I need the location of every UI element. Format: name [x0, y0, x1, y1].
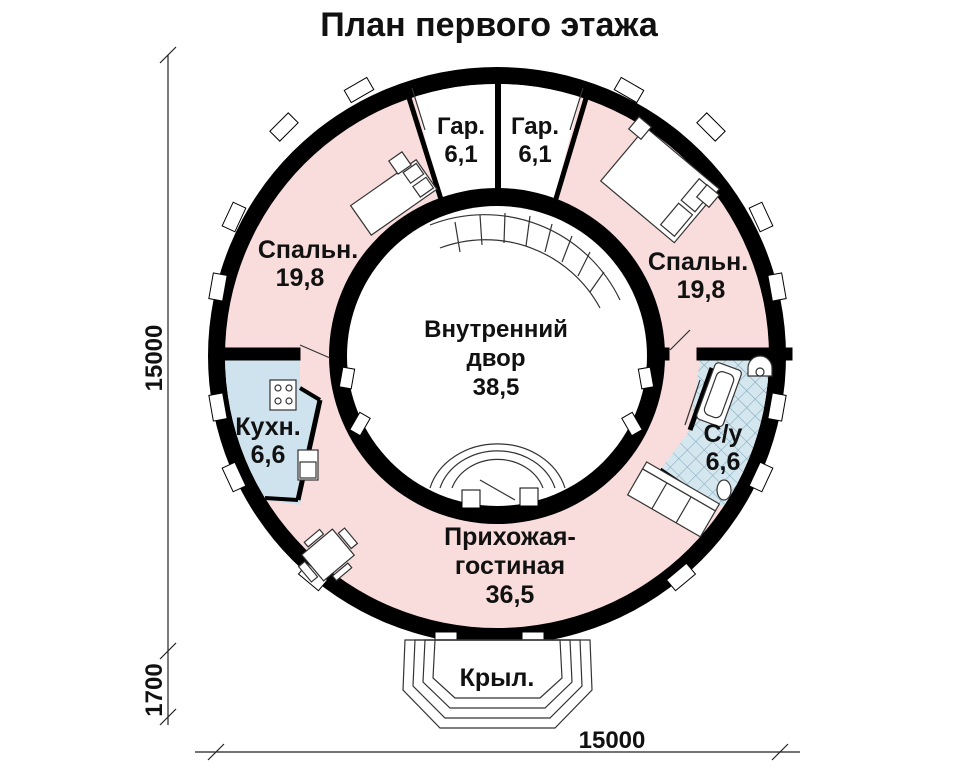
courtyard-arch-steps: [429, 443, 566, 489]
svg-text:6,1: 6,1: [444, 141, 477, 168]
room-label-bedroom-left: Спальн. 19,8: [258, 236, 358, 292]
interior-walls: [209, 75, 793, 508]
dimension-lines: [159, 46, 800, 761]
room-label-garage-left: Гар. 6,1: [437, 113, 485, 168]
bathroom-fixtures-icon: [696, 355, 773, 501]
svg-text:Кухн.: Кухн.: [235, 413, 300, 441]
svg-text:6,1: 6,1: [518, 141, 551, 168]
bed-left-icon: [349, 151, 438, 236]
svg-text:Гар.: Гар.: [437, 113, 485, 140]
svg-text:Гар.: Гар.: [511, 113, 559, 140]
door-swings: [299, 87, 701, 501]
svg-text:36,5: 36,5: [486, 581, 535, 609]
svg-text:Крыл.: Крыл.: [460, 664, 535, 692]
porch: [402, 639, 593, 729]
room-label-bathroom: С/у 6,6: [704, 420, 743, 476]
courtyard-staircase: [429, 212, 621, 309]
courtyard-windows: [338, 366, 655, 509]
bed-right-icon: [599, 115, 721, 244]
svg-text:19,8: 19,8: [677, 276, 726, 304]
room-label-bedroom-right: Спальн. 19,8: [648, 248, 748, 304]
svg-text:гостиная: гостиная: [455, 552, 565, 580]
dim-vertical-main: 15000: [141, 325, 168, 392]
svg-text:Прихожая-: Прихожая-: [444, 523, 576, 551]
kitchen-appliances-icon: [269, 379, 319, 481]
svg-text:двор: двор: [467, 345, 526, 372]
room-label-kitchen: Кухн. 6,6: [235, 413, 300, 469]
courtyard: [347, 206, 647, 506]
svg-text:19,8: 19,8: [276, 264, 325, 292]
svg-text:6,6: 6,6: [706, 448, 741, 476]
dining-table-icon: [297, 527, 359, 583]
room-label-courtyard: Внутренний двор 38,5: [424, 316, 568, 401]
dim-horizontal: 15000: [579, 727, 646, 754]
svg-text:Внутренний: Внутренний: [424, 316, 568, 343]
svg-text:6,6: 6,6: [251, 441, 286, 469]
sofa-icon: [626, 461, 721, 538]
room-label-garage-right: Гар. 6,1: [511, 113, 559, 168]
page-title: План первого этажа: [320, 6, 658, 44]
dim-vertical-porch: 1700: [141, 663, 168, 716]
svg-text:38,5: 38,5: [473, 374, 520, 401]
room-label-hall: Прихожая- гостиная 36,5: [444, 523, 576, 609]
svg-text:Спальн.: Спальн.: [258, 236, 358, 264]
room-label-porch: Крыл.: [460, 664, 535, 692]
svg-text:С/у: С/у: [704, 420, 743, 448]
svg-text:Спальн.: Спальн.: [648, 248, 748, 276]
